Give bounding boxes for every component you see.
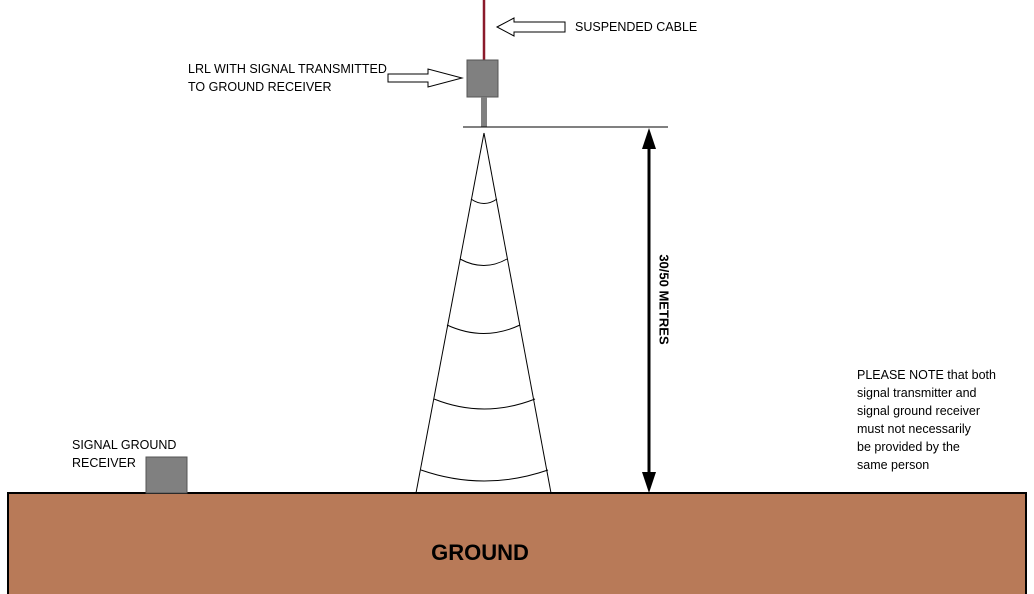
- height-label: 30/50 METRES: [656, 254, 672, 345]
- ground-label: GROUND: [431, 540, 529, 565]
- signal-ground-receiver-label: SIGNAL GROUND RECEIVER: [72, 438, 177, 470]
- ground-block: [7, 492, 1027, 594]
- lrl-label: LRL WITH SIGNAL TRANSMITTED TO GROUND RE…: [188, 62, 387, 94]
- lrl-mount-post: [481, 97, 487, 127]
- lrl-pointer-arrow: [387, 68, 464, 88]
- suspended-cable-label: SUSPENDED CABLE: [575, 20, 698, 34]
- note-text: PLEASE NOTE that both signal transmitter…: [857, 368, 996, 472]
- suspended-cable-pointer-arrow: [495, 17, 566, 37]
- lrl-device: [466, 59, 499, 98]
- signal-tower: [415, 132, 552, 494]
- height-dimension-arrow: [642, 128, 656, 493]
- signal-ground-receiver-device: [145, 456, 188, 494]
